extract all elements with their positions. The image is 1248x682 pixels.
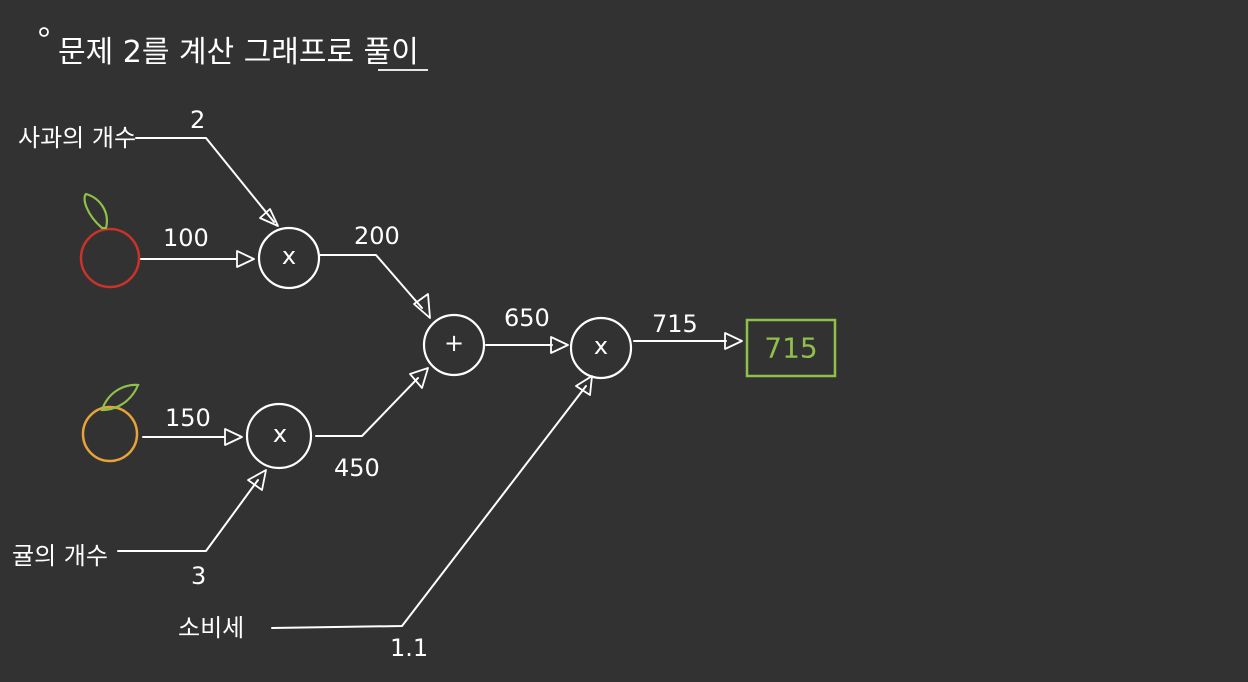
- value-orange-count: 3: [191, 562, 206, 590]
- arrowhead-apple-count: [259, 208, 279, 227]
- add-node: +: [422, 313, 486, 377]
- value-orange-total: 450: [334, 454, 380, 482]
- multiply-node-orange: x: [245, 402, 313, 470]
- arrowhead-orange-price: [224, 428, 243, 446]
- arrowhead-orange-total: [409, 367, 429, 389]
- result-value: 715: [764, 332, 817, 365]
- multiply-operator-tax: x: [594, 332, 608, 360]
- value-sum: 650: [504, 304, 550, 332]
- value-apple-count: 2: [190, 106, 205, 134]
- multiply-node-apple: x: [257, 226, 321, 290]
- multiply-node-tax: x: [569, 316, 633, 380]
- arrowhead-tax: [575, 375, 593, 396]
- orange-icon: [81, 383, 140, 463]
- arrowhead-apple-total: [413, 293, 431, 319]
- value-apple-total: 200: [354, 222, 400, 250]
- value-final: 715: [652, 310, 698, 338]
- wire-orange-total: [315, 377, 419, 437]
- value-apple-price: 100: [163, 224, 209, 252]
- result-box: 715: [745, 318, 837, 378]
- wire-tax: [271, 385, 587, 629]
- multiply-operator-apple: x: [282, 242, 296, 270]
- page-title: 문제 2를 계산 그래프로 풀이: [58, 35, 419, 70]
- value-tax: 1.1: [390, 634, 428, 662]
- title-bullet-icon: [39, 27, 49, 37]
- arrowhead-sum: [550, 336, 569, 354]
- arrowhead-final: [724, 332, 743, 350]
- add-operator: +: [444, 329, 464, 357]
- value-orange-price: 150: [165, 404, 211, 432]
- wire-apple-count: [135, 137, 275, 223]
- arrowhead-apple-price: [236, 250, 255, 268]
- multiply-operator-orange: x: [273, 420, 287, 448]
- arrowhead-orange-count: [247, 469, 267, 491]
- apple-count-label: 사과의 개수: [18, 124, 136, 152]
- wire-apple-total: [319, 254, 423, 309]
- apple-icon: [79, 192, 141, 289]
- tax-label: 소비세: [178, 614, 244, 642]
- wire-orange-count: [117, 479, 259, 552]
- orange-count-label: 귤의 개수: [12, 542, 108, 570]
